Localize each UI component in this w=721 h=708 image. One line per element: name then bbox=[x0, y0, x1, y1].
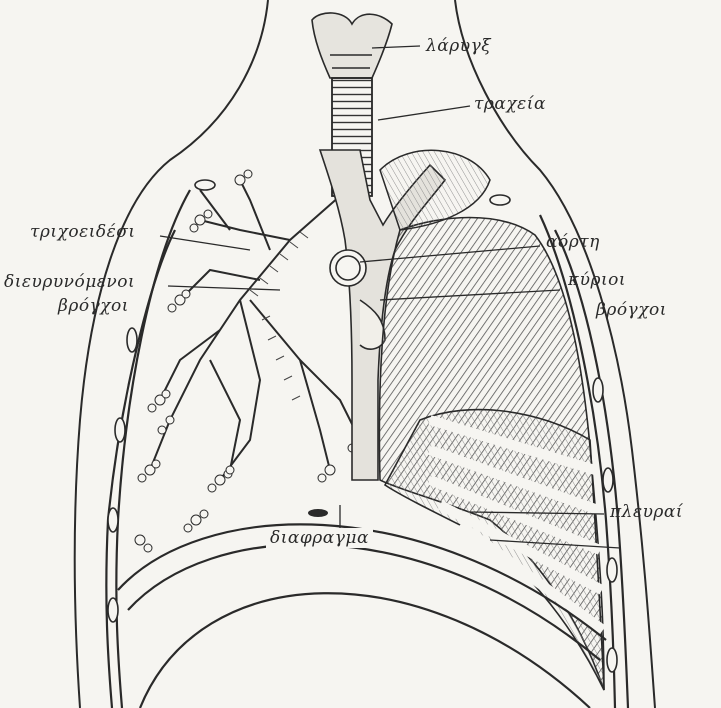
label-trachea: τραχεία bbox=[474, 94, 546, 114]
bronchial-tree bbox=[150, 180, 360, 480]
label-pleura: πλευραί bbox=[610, 502, 683, 522]
alveolar-clusters bbox=[135, 170, 365, 552]
label-diaphragm: διαφραγμα bbox=[266, 528, 373, 548]
label-capillary-line2: διευρυνόμενοι bbox=[4, 272, 135, 292]
larynx-shape bbox=[312, 13, 392, 78]
esophagus-section bbox=[308, 509, 328, 517]
label-main-bronchi-line2: βρόγχοι bbox=[596, 300, 667, 320]
label-capillary-line1: τριχοειδέσι bbox=[30, 222, 136, 242]
label-capillary-line3: βρόγχοι bbox=[58, 296, 129, 316]
label-larynx: λάρυγξ bbox=[426, 36, 491, 56]
label-aorta: αόρτη bbox=[546, 232, 600, 252]
label-main-bronchi-line1: κύριοι bbox=[568, 270, 626, 290]
